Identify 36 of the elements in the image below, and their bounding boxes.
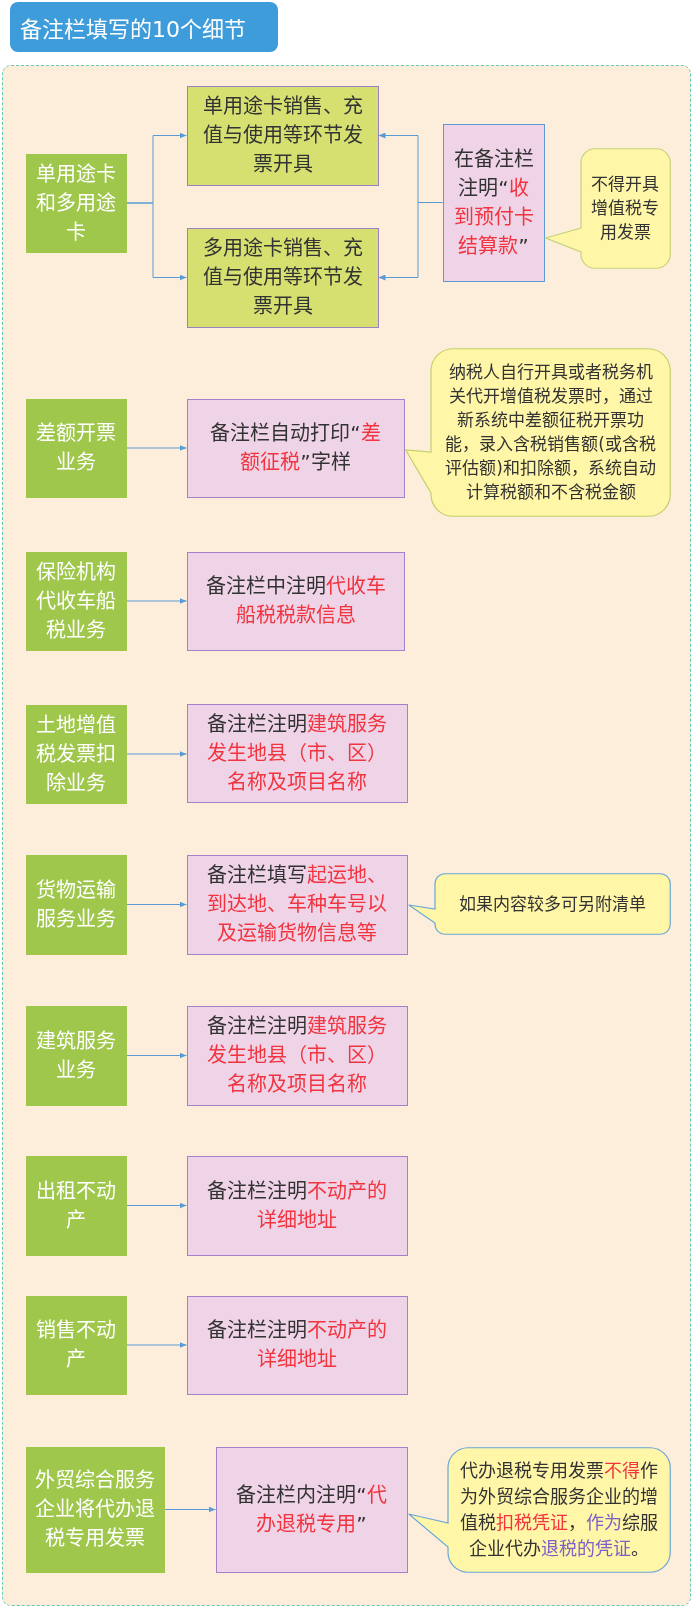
note-box: 在备注栏注明“收到预付卡结算款” — [442, 123, 545, 282]
callout-bubble: 不得开具增值税专用发票 — [544, 147, 671, 269]
arrow — [126, 445, 187, 451]
category-box: 建筑服务业务 — [25, 1005, 127, 1106]
category-box: 货物运输服务业务 — [25, 854, 127, 955]
callout-bubble: 如果内容较多可另附清单 — [407, 872, 671, 935]
category-box: 外贸综合服务企业将代办退税专用发票 — [25, 1446, 165, 1573]
step-box: 单用途卡销售、充值与使用等环节发票开具 — [186, 85, 379, 186]
arrow — [164, 1506, 216, 1513]
category-box: 保险机构代收车船税业务 — [25, 551, 127, 651]
remark-box: 备注栏注明不动产的详细地址 — [186, 1295, 408, 1395]
arrow — [126, 598, 187, 604]
remark-box: 备注栏内注明“代办退税专用” — [215, 1446, 408, 1573]
category-box: 单用途卡和多用途卡 — [25, 153, 127, 253]
remark-box: 备注栏注明建筑服务发生地县（市、区）名称及项目名称 — [186, 703, 408, 803]
category-box: 差额开票业务 — [25, 398, 127, 498]
category-box: 出租不动产 — [25, 1155, 127, 1256]
callout-bubble: 纳税人自行开具或者税务机关代开增值税发票时，通过新系统中差额征税开票功能，录入含税销售额(或含税评估额)和扣除额，系统自动计算税额和不含税金额 — [404, 347, 671, 517]
step-box: 多用途卡销售、充值与使用等环节发票开具 — [186, 227, 379, 328]
arrow — [126, 1342, 187, 1348]
arrow — [378, 202, 443, 281]
remark-box: 备注栏中注明代收车船税税款信息 — [186, 551, 405, 651]
remark-box: 备注栏注明不动产的详细地址 — [186, 1155, 408, 1256]
arrow — [126, 1202, 187, 1209]
arrow — [126, 202, 187, 281]
dashed-panel — [2, 65, 691, 1606]
category-box: 土地增值税发票扣除业务 — [25, 704, 127, 804]
remark-box: 备注栏填写起运地、到达地、车种车号以及运输货物信息等 — [186, 854, 408, 955]
category-box: 销售不动产 — [25, 1295, 127, 1395]
remark-box: 备注栏自动打印“差额征税”字样 — [186, 398, 405, 498]
arrow — [126, 1052, 187, 1059]
title-banner: 备注栏填写的10个细节 — [10, 2, 278, 52]
arrow — [126, 751, 187, 757]
arrow — [126, 901, 187, 908]
remark-box: 备注栏注明建筑服务发生地县（市、区）名称及项目名称 — [186, 1005, 408, 1106]
callout-bubble: 代办退税专用发票不得作为外贸综合服务企业的增值税扣税凭证，作为综服企业代办退税的凭证。 — [407, 1446, 671, 1573]
